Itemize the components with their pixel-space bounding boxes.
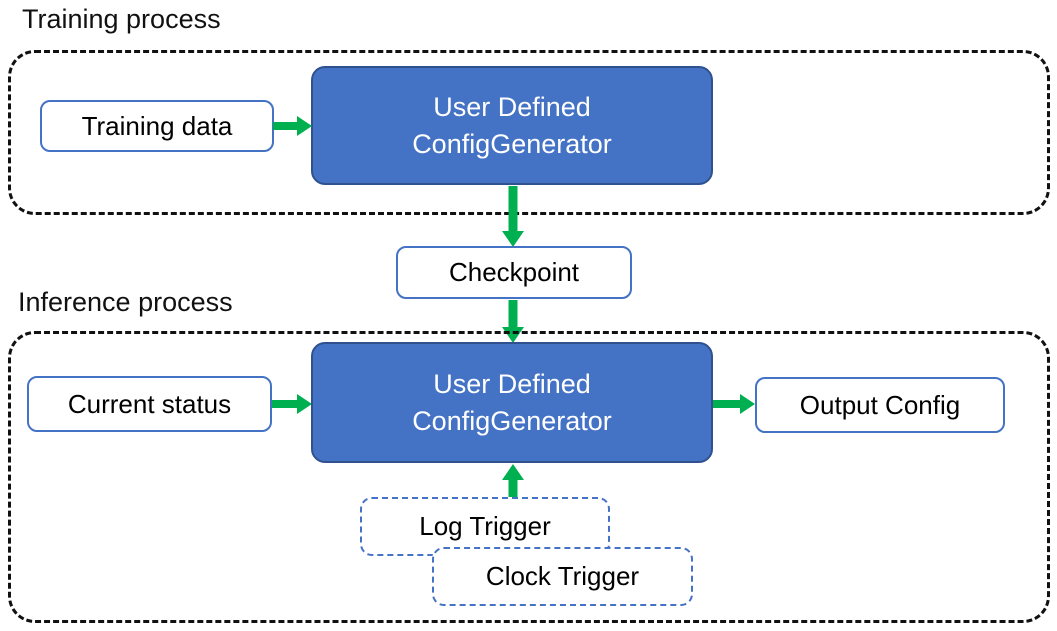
inference-process-container — [8, 331, 1050, 623]
clock-trigger-label: Clock Trigger — [485, 561, 640, 591]
arrow-head — [297, 116, 312, 136]
arrow-right-icon — [713, 390, 755, 418]
arrow-shaft — [508, 478, 518, 498]
clock-trigger-node: Clock Trigger — [432, 547, 693, 606]
arrow-head — [502, 464, 524, 480]
training-data-label: Training data — [81, 110, 233, 141]
arrow-shaft — [713, 400, 742, 408]
output-config-label: Output Config — [799, 389, 961, 420]
checkpoint-label: Checkpoint — [448, 257, 580, 287]
arrow-head — [297, 394, 312, 414]
config-generator-training-label-line1: User Defined — [433, 91, 591, 122]
arrow-right-icon — [272, 390, 312, 418]
current-status-node: Current status — [27, 376, 272, 432]
training-process-title: Training process — [22, 4, 221, 34]
config-generator-inference-label-line1: User Defined — [433, 368, 591, 399]
inference-process-title: Inference process — [18, 287, 233, 317]
arrow-shaft — [272, 400, 299, 408]
arrow-shaft — [273, 122, 299, 130]
arrow-shaft — [508, 300, 518, 329]
arrow-shaft — [508, 186, 518, 233]
config-generator-inference-label-line2: ConfigGenerator — [412, 405, 612, 436]
log-trigger-label: Log Trigger — [419, 511, 551, 541]
training-process-container — [8, 50, 1050, 215]
arrow-up-icon — [500, 464, 526, 498]
arrow-down-icon — [500, 186, 526, 247]
config-generator-training-node: User Defined ConfigGenerator — [311, 66, 713, 185]
arrow-head — [502, 231, 524, 247]
arrow-head — [740, 394, 755, 414]
current-status-label: Current status — [67, 388, 232, 419]
training-data-node: Training data — [40, 100, 274, 152]
config-generator-inference-node: User Defined ConfigGenerator — [311, 342, 713, 463]
output-config-node: Output Config — [755, 377, 1005, 433]
checkpoint-node: Checkpoint — [396, 246, 632, 299]
arrow-right-icon — [273, 112, 312, 140]
config-generator-training-label-line2: ConfigGenerator — [412, 128, 612, 159]
